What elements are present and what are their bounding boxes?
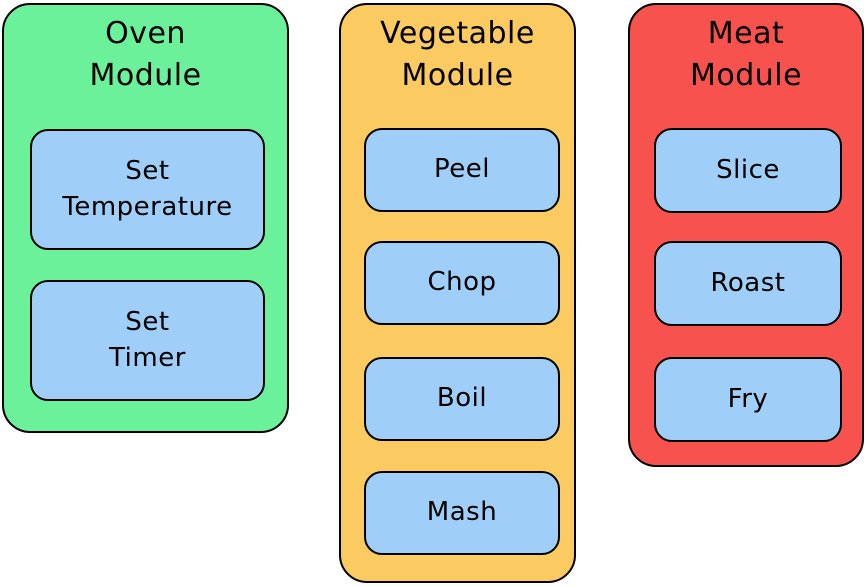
oven-module-title: Oven Module <box>89 16 202 93</box>
vegetable-module-title: Vegetable Module <box>380 16 535 93</box>
set-timer-button[interactable]: Set Timer <box>30 280 265 401</box>
oven-module-panel: Oven Module Set Temperature Set Timer <box>2 3 289 433</box>
vegetable-module-panel: Vegetable Module Peel Chop Boil Mash <box>339 3 576 583</box>
boil-button[interactable]: Boil <box>364 357 560 441</box>
chop-button[interactable]: Chop <box>364 241 560 325</box>
mash-button[interactable]: Mash <box>364 471 560 555</box>
set-temperature-button[interactable]: Set Temperature <box>30 129 265 250</box>
meat-module-panel: Meat Module Slice Roast Fry <box>628 3 864 467</box>
peel-button[interactable]: Peel <box>364 128 560 212</box>
roast-button[interactable]: Roast <box>654 241 842 326</box>
slice-button[interactable]: Slice <box>654 128 842 213</box>
meat-module-title: Meat Module <box>689 16 803 93</box>
fry-button[interactable]: Fry <box>654 357 842 442</box>
